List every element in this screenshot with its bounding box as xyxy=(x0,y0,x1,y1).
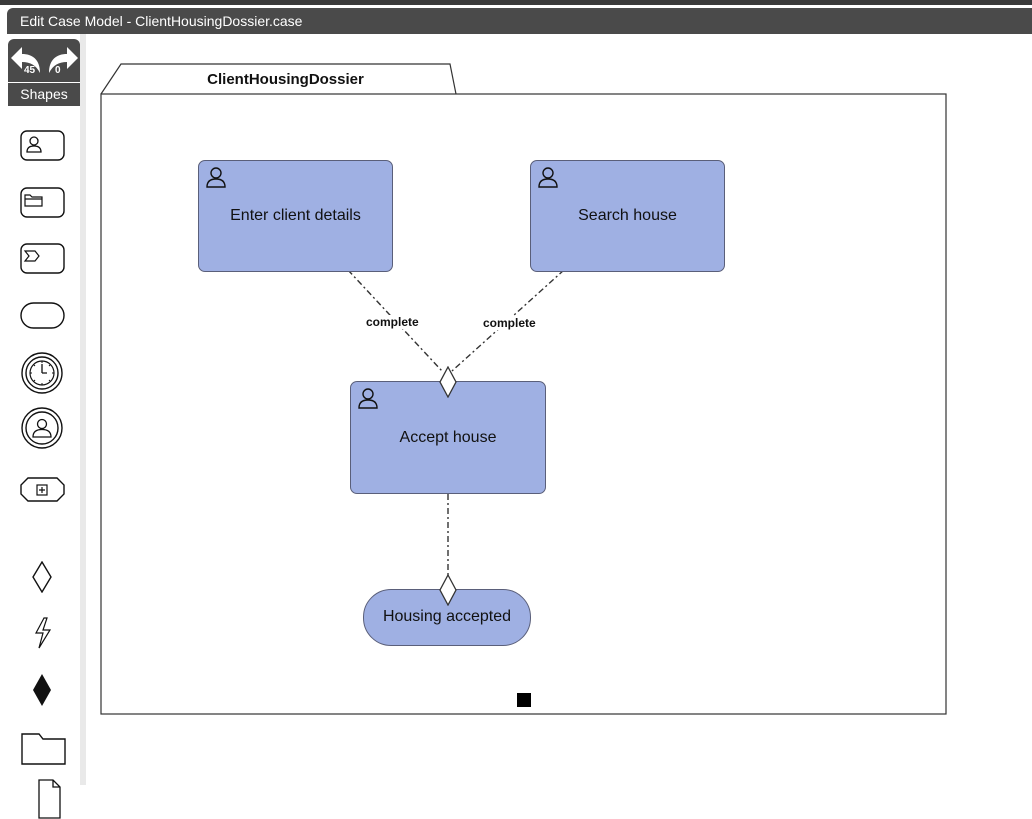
undo-arrow-icon xyxy=(11,47,40,73)
redo-count: 0 xyxy=(55,65,61,76)
shapes-tab[interactable]: Shapes xyxy=(8,83,80,106)
diagram-canvas[interactable]: ClientHousingDossier Enter client detail… xyxy=(86,34,1032,785)
stage-icon[interactable] xyxy=(20,477,66,503)
connector-label-search: complete xyxy=(482,316,537,330)
toolbar-gutter xyxy=(80,34,86,785)
exit-criterion-icon[interactable] xyxy=(31,673,53,707)
entry-criterion-icon[interactable] xyxy=(31,561,53,593)
shapes-toolbar: 45 0 Shapes xyxy=(0,34,86,819)
timer-event-icon[interactable] xyxy=(20,351,64,395)
window-title-bar: Edit Case Model - ClientHousingDossier.c… xyxy=(7,8,1032,34)
task-label: Accept house xyxy=(399,429,497,446)
text-annotation-icon[interactable] xyxy=(38,779,62,819)
entry-criterion-housing-accepted[interactable] xyxy=(438,574,458,606)
redo-button[interactable]: 0 xyxy=(45,41,79,81)
connector-label-enter: complete xyxy=(365,315,420,329)
window-top-strip xyxy=(0,0,1032,5)
milestone-label: Housing accepted xyxy=(382,608,512,625)
process-task-icon[interactable] xyxy=(20,243,66,275)
entry-criterion-accept-house[interactable] xyxy=(438,366,458,398)
human-task-icon xyxy=(358,388,378,409)
task-search-house[interactable]: Search house xyxy=(530,160,725,272)
task-label: Search house xyxy=(578,207,677,224)
planning-table-icon[interactable] xyxy=(32,617,54,649)
case-task-icon[interactable] xyxy=(20,187,66,219)
case-plan-name[interactable]: ClientHousingDossier xyxy=(207,71,364,88)
task-enter-client-details[interactable]: Enter client details xyxy=(198,160,393,272)
case-file-item-icon[interactable] xyxy=(21,729,67,765)
undo-count: 45 xyxy=(24,65,36,76)
human-task-icon xyxy=(538,167,558,188)
user-event-icon[interactable] xyxy=(20,406,64,450)
redo-arrow-icon xyxy=(49,47,78,73)
resize-handle xyxy=(517,693,531,707)
case-plan-tab xyxy=(100,63,457,95)
connector-enter-to-accept xyxy=(347,269,443,372)
task-label: Enter client details xyxy=(230,207,361,224)
case-plan-frame xyxy=(100,93,947,715)
window-title: Edit Case Model - ClientHousingDossier.c… xyxy=(20,13,303,29)
milestone-housing-accepted[interactable]: Housing accepted xyxy=(363,589,531,646)
milestone-icon[interactable] xyxy=(20,301,66,331)
human-task-icon xyxy=(206,167,226,188)
undo-redo-bar: 45 0 xyxy=(8,39,80,82)
human-task-icon[interactable] xyxy=(20,130,66,162)
diagram-drawing xyxy=(100,63,947,715)
undo-button[interactable]: 45 xyxy=(10,41,44,81)
